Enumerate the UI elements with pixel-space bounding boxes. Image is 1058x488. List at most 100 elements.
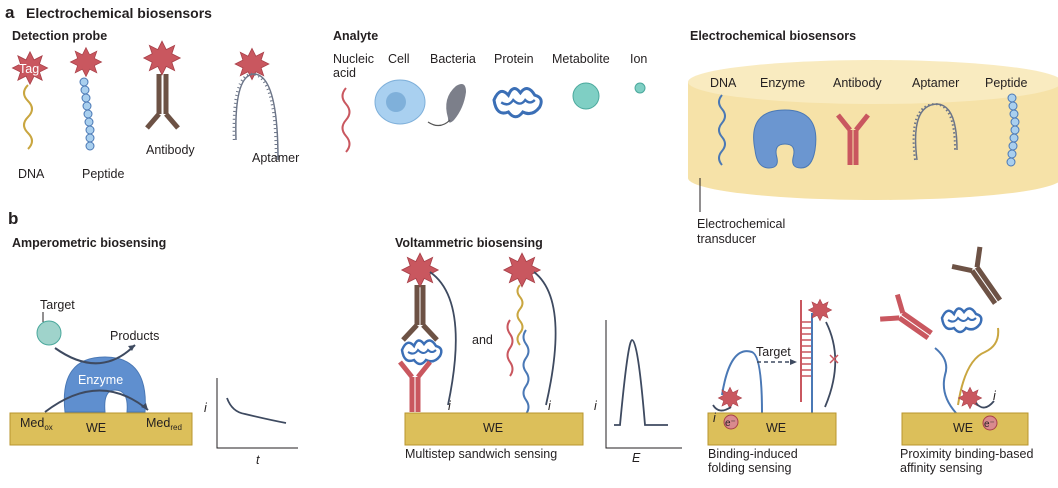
prox-transfer-arrow — [975, 400, 995, 409]
vm-capture-strand — [522, 329, 530, 415]
vm-tag-icon — [401, 252, 439, 288]
vm-capture-antibody — [400, 362, 430, 412]
voltammetric-plot-axes — [605, 320, 682, 449]
analyte-heading: Analyte — [333, 29, 378, 43]
folded-probe-strand — [721, 350, 763, 414]
product-arrow — [54, 344, 136, 365]
folding-transfer-arrow — [712, 404, 732, 412]
nucleic-acid-icon — [341, 87, 351, 153]
vm-transfer-arrow-2 — [533, 271, 557, 406]
prox-electron-label: e⁻ — [984, 419, 995, 430]
folding-current-label: i — [713, 411, 717, 425]
prox-caption-2: affinity sensing — [900, 461, 983, 475]
bio-enzyme-icon — [753, 109, 817, 169]
folding-we-label: WE — [766, 421, 786, 435]
med-ox-subscript: ox — [44, 423, 52, 432]
electron-icon — [723, 414, 739, 430]
vm-target-strand — [506, 319, 514, 377]
prox-we-label: WE — [953, 421, 973, 435]
target-icon — [36, 320, 62, 346]
detection-probe-section: Detection probe Tag DNA Peptide Antibody… — [12, 29, 299, 181]
prox-reporter-strand — [957, 327, 1000, 406]
cell-label: Cell — [388, 52, 410, 66]
products-label: Products — [110, 329, 159, 343]
amp-y-axis-label: i — [204, 401, 208, 415]
vm-reporter-strand — [516, 284, 524, 346]
proximity-section: i WE e⁻ Proximity binding-based affinity… — [880, 247, 1033, 475]
vm-working-electrode — [404, 412, 584, 446]
bacteria-label: Bacteria — [430, 52, 476, 66]
vm-current-label-2: i — [548, 399, 552, 413]
prox-capture-strand — [934, 347, 957, 414]
vm-detection-antibody — [403, 285, 437, 340]
current-decay-curve — [226, 397, 287, 424]
vm-y-axis-label: i — [594, 399, 598, 413]
ion-icon — [634, 82, 646, 94]
bio-dna-icon — [718, 94, 726, 166]
detection-probe-heading: Detection probe — [12, 29, 107, 43]
voltammetric-heading: Voltammetric biosensing — [395, 236, 543, 250]
analyte-section: Analyte Nucleic acid Cell Bacteria Prote… — [333, 29, 647, 153]
vm-protein-icon — [400, 339, 443, 366]
dna-label: DNA — [18, 167, 45, 181]
antibody-label: Antibody — [146, 143, 195, 157]
target-label: Target — [40, 298, 75, 312]
bacteria-icon — [446, 84, 466, 123]
unfolded-tag-icon — [808, 298, 832, 322]
prox-brown-antibody — [952, 247, 1011, 312]
bio-aptamer-label: Aptamer — [912, 76, 959, 90]
voltammetric-section: Voltammetric biosensing i and i WE Multi… — [395, 236, 682, 465]
panel-letter-b: b — [8, 209, 18, 228]
vm-dna-tag-icon — [503, 252, 541, 288]
and-label: and — [472, 333, 493, 347]
vm-caption: Multistep sandwich sensing — [405, 447, 557, 461]
mediator-arrow — [44, 389, 149, 413]
bio-peptide-label: Peptide — [985, 76, 1027, 90]
prox-electron-icon — [982, 415, 998, 431]
tag-label: Tag — [19, 62, 39, 76]
protein-label: Protein — [494, 52, 534, 66]
panel-a-title: Electrochemical biosensors — [26, 5, 212, 21]
bio-dna-label: DNA — [710, 76, 737, 90]
base-pair-rungs — [801, 321, 812, 377]
prox-red-antibody — [880, 295, 938, 348]
bio-peptide-icon — [1006, 93, 1020, 167]
vm-transfer-arrow — [429, 271, 457, 406]
folding-caption-2: folding sensing — [708, 461, 791, 475]
working-electrode — [9, 412, 193, 446]
nucleic-acid-label: Nucleic — [333, 52, 374, 66]
prox-protein-icon — [940, 307, 983, 334]
amperometric-plot-axes — [216, 378, 298, 449]
nucleic-acid-label-2: acid — [333, 66, 356, 80]
metabolite-label: Metabolite — [552, 52, 610, 66]
peptide-beads — [79, 77, 95, 151]
enzyme-label: Enzyme — [78, 373, 123, 387]
folding-caption: Binding-induced — [708, 447, 798, 461]
transducer-label: Electrochemical — [697, 217, 785, 231]
bio-enzyme-label: Enzyme — [760, 76, 805, 90]
svg-text:Medox: Medox — [20, 416, 53, 432]
antibody-tag-icon — [143, 40, 181, 76]
svg-text:Medred: Medred — [146, 416, 182, 432]
blocked-transfer-icon — [829, 354, 839, 364]
med-red-label: Med — [146, 416, 170, 430]
amperometric-section: Amperometric biosensing Target Products … — [9, 236, 298, 467]
prox-caption: Proximity binding-based — [900, 447, 1033, 461]
ion-label: Ion — [630, 52, 647, 66]
blocked-transfer-arrow — [824, 321, 837, 408]
bio-antibody-label: Antibody — [833, 76, 882, 90]
prox-working-electrode — [901, 412, 1029, 446]
vm-we-label: WE — [483, 421, 503, 435]
aptamer-label: Aptamer — [252, 151, 299, 165]
folding-section: Target i e⁻ WE Binding-induced folding s… — [707, 298, 839, 475]
biosensors-section: Electrochemical biosensors DNA Enzyme An… — [688, 29, 1058, 246]
vm-current-label: i — [448, 399, 452, 413]
biosensors-heading: Electrochemical biosensors — [690, 29, 856, 43]
prox-current-label: i — [993, 389, 997, 403]
panel-letter-a: a — [5, 3, 15, 22]
protein-icon — [492, 87, 543, 119]
folding-target-label: Target — [756, 345, 791, 359]
we-label: WE — [86, 421, 106, 435]
peptide-label: Peptide — [82, 167, 124, 181]
